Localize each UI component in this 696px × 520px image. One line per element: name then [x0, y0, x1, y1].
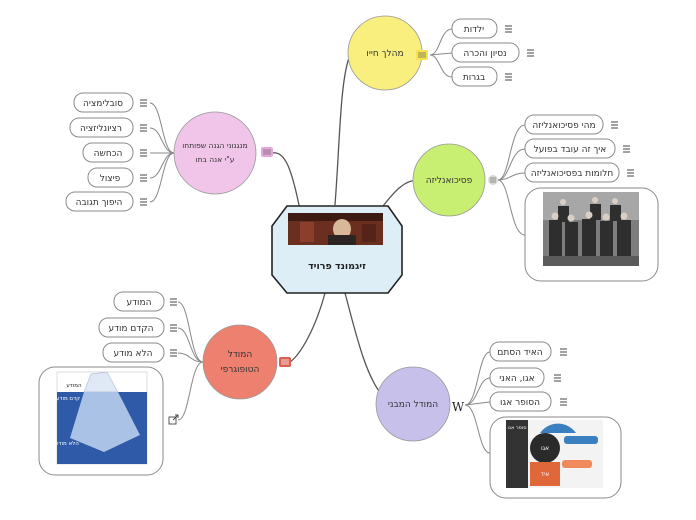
menu-lines-icon[interactable] [527, 49, 534, 57]
svg-text:סופר אגו: סופר אגו [508, 425, 527, 431]
topographic-item-2[interactable]: הלא מודע [102, 342, 165, 363]
life-item-0[interactable]: ילדות [451, 18, 498, 39]
menu-lines-icon[interactable] [140, 174, 147, 182]
structural-item-0[interactable]: האיד הסתם [489, 341, 552, 362]
svg-text:בגרות: בגרות [463, 73, 485, 83]
menu-lines-icon[interactable] [140, 198, 147, 206]
menu-lines-icon[interactable] [554, 374, 561, 382]
svg-text:המודע: המודע [66, 383, 82, 389]
svg-text:אגו, האני: אגו, האני [499, 374, 534, 384]
svg-text:המודע: המודע [127, 298, 152, 308]
branch-life-menu-icon[interactable] [416, 50, 428, 60]
topographic-item-0[interactable]: המודע [113, 291, 165, 312]
psychoanalysis-item-2[interactable]: חלומות בפסיכואנליזה [524, 162, 620, 183]
svg-text:רציונליזציה: רציונליזציה [80, 124, 122, 134]
menu-lines-icon[interactable] [140, 124, 147, 132]
svg-text:הלא מודע: הלא מודע [55, 440, 79, 447]
wikipedia-icon[interactable]: W [452, 400, 465, 414]
svg-text:הסופר אגו: הסופר אגו [500, 398, 540, 408]
topographic-item-1[interactable]: הקדם מודע [98, 317, 165, 338]
svg-text:איך זה עובד בפועל: איך זה עובד בפועל [534, 145, 607, 155]
menu-lines-icon[interactable] [560, 348, 567, 356]
branch-defense-title-line-1: מנגנוני הגנה שפותחו [182, 141, 248, 150]
id-ego-superego-image: סופר אגו אגו איד [506, 420, 603, 488]
branch-psychoanalysis-title: פסיכואנליזה [426, 176, 473, 186]
menu-lines-icon[interactable] [140, 99, 147, 107]
defense-item-2[interactable]: הכחשה [82, 142, 134, 163]
structural-item-1[interactable]: אגו, האני [489, 367, 545, 388]
central-title: זיגמונד פרויד [308, 261, 366, 272]
branch-psychoanalysis[interactable]: פסיכואנליזה [412, 143, 486, 217]
iceberg-image: המודע קדם מודע הלא מודע [55, 371, 148, 465]
branch-topographic-title-line-1: המודל [228, 350, 253, 360]
svg-text:W: W [452, 400, 465, 414]
svg-text:קדם מודע: קדם מודע [56, 396, 80, 402]
defense-item-1[interactable]: רציונליזציה [69, 117, 134, 138]
branch-defense-title-line-2: ע"י אנה בתו [196, 155, 235, 164]
svg-text:סובלימציה: סובלימציה [83, 99, 123, 109]
menu-lines-icon[interactable] [170, 324, 177, 332]
central-node[interactable]: זיגמונד פרויד [271, 205, 403, 294]
freud-portrait-image [288, 213, 383, 245]
svg-text:פיצול: פיצול [100, 174, 121, 184]
svg-text:חלומות בפסיכואנליזה: חלומות בפסיכואנליזה [531, 169, 614, 179]
group-photo-image [543, 192, 639, 266]
svg-text:ילדות: ילדות [464, 25, 484, 35]
iceberg-image-frame[interactable]: המודע קדם מודע הלא מודע [38, 366, 164, 476]
menu-lines-icon[interactable] [505, 73, 512, 81]
svg-text:הקדם מודע: הקדם מודע [108, 324, 153, 334]
menu-lines-icon[interactable] [140, 149, 147, 157]
branch-structural-title: המודל המבני [388, 400, 438, 410]
branch-topographic-title-line-2: הטופוגרפי [221, 365, 260, 375]
svg-text:הלא מודע: הלא מודע [114, 349, 153, 359]
connector-structural [344, 292, 383, 396]
branch-topographic[interactable]: המודל הטופוגרפי [202, 324, 278, 400]
branch-structural[interactable]: המודל המבני [375, 366, 451, 442]
defense-item-0[interactable]: סובלימציה [73, 92, 134, 113]
menu-lines-icon[interactable] [505, 25, 512, 33]
group-photo-frame[interactable] [524, 187, 659, 282]
branch-defense[interactable]: מנגנוני הגנה שפותחו ע"י אנה בתו [173, 111, 257, 195]
branch-psychoanalysis-menu-icon[interactable] [488, 175, 498, 185]
menu-lines-icon[interactable] [170, 298, 177, 306]
connector-life [334, 54, 351, 206]
external-link-icon[interactable] [168, 414, 179, 425]
connector-topographic [289, 292, 326, 363]
branch-life-title: מהלך חייו [366, 49, 403, 59]
svg-text:נסיון והכרה: נסיון והכרה [463, 49, 506, 59]
menu-lines-icon[interactable] [623, 145, 630, 153]
menu-lines-icon[interactable] [611, 121, 618, 129]
life-item-2[interactable]: בגרות [451, 66, 498, 87]
psychoanalysis-item-0[interactable]: מהי פסיכואנליזה [524, 114, 604, 135]
branch-topographic-menu-icon[interactable] [279, 357, 291, 367]
menu-lines-icon[interactable] [560, 398, 567, 406]
defense-item-4[interactable]: היפוך תגובה [65, 191, 134, 212]
branch-life[interactable]: מהלך חייו [347, 15, 423, 91]
svg-text:איד: איד [541, 471, 550, 478]
svg-text:מהי פסיכואנליזה: מהי פסיכואנליזה [532, 121, 595, 131]
menu-lines-icon[interactable] [170, 349, 177, 357]
defense-item-3[interactable]: פיצול [87, 167, 134, 188]
svg-text:הכחשה: הכחשה [94, 149, 123, 159]
structural-image-frame[interactable]: סופר אגו אגו איד [489, 416, 622, 499]
connector-defense [271, 152, 301, 211]
structural-item-2[interactable]: הסופר אגו [489, 391, 552, 412]
svg-text:היפוך תגובה: היפוך תגובה [76, 198, 123, 208]
psychoanalysis-item-1[interactable]: איך זה עובד בפועל [524, 138, 616, 159]
branch-defense-menu-icon[interactable] [261, 147, 273, 157]
menu-lines-icon[interactable] [627, 169, 634, 177]
svg-text:האיד הסתם: האיד הסתם [497, 348, 542, 358]
life-item-1[interactable]: נסיון והכרה [451, 42, 520, 63]
svg-text:אגו: אגו [541, 445, 549, 452]
